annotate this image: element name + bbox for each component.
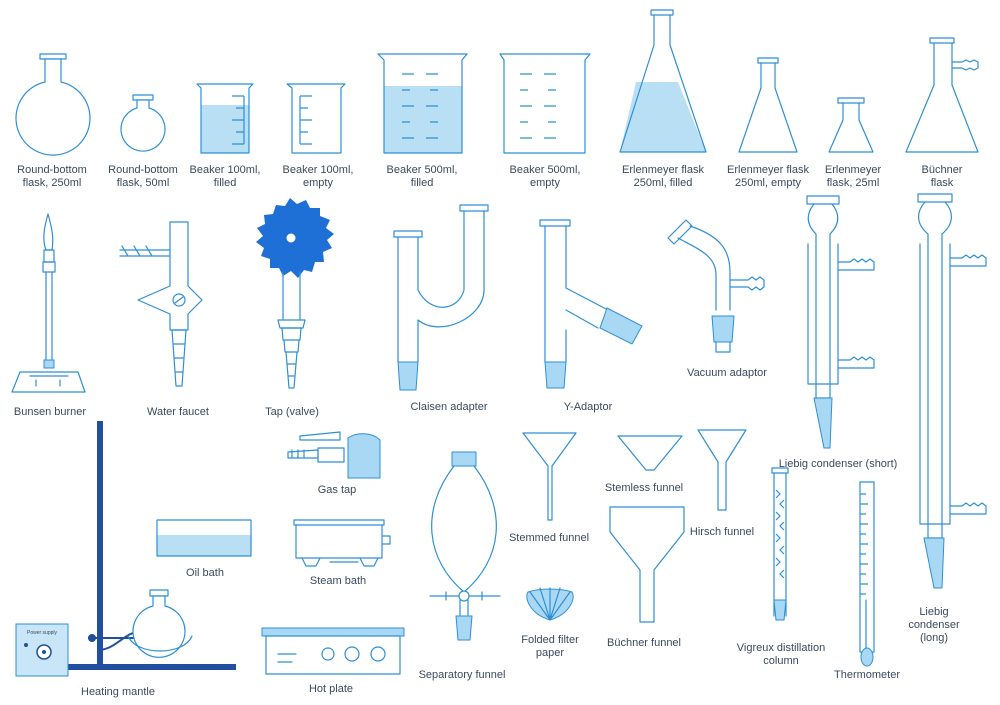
folded-filter-paper-icon [526, 587, 574, 621]
label-stemmed-funnel: Stemmed funnel [508, 532, 590, 544]
separatory-funnel-icon [429, 451, 501, 641]
stemmed-funnel-icon [522, 432, 577, 521]
label-gas-tap: Gas tap [317, 484, 357, 496]
tap-valve-icon [256, 198, 334, 389]
hirsch-funnel-icon [697, 429, 747, 511]
mantle-badge: Power supply [27, 630, 58, 636]
label-liebig-condenser-short: Liebig condenser (short) [778, 458, 898, 470]
y-adaptor-icon [539, 219, 643, 389]
label-erlenmeyer-25: Erlenmeyer flask, 25ml [824, 164, 882, 189]
label-claisen-adapter: Claisen adapter [410, 401, 488, 413]
round-bottom-flask-50-icon [120, 94, 166, 152]
bunsen-burner-icon [11, 213, 86, 393]
label-stemless-funnel: Stemless funnel [604, 482, 684, 494]
label-bunsen-burner: Bunsen burner [13, 406, 87, 418]
label-folded-filter-paper: Folded filter paper [521, 634, 579, 659]
oil-bath-icon [156, 519, 252, 557]
thermometer-icon [859, 481, 875, 667]
claisen-adapter-icon [393, 204, 489, 391]
label-hot-plate: Hot plate [308, 683, 354, 695]
label-heating-mantle: Heating mantle [81, 686, 155, 698]
label-beaker-500-empty: Beaker 500ml, empty [509, 164, 581, 189]
beaker-100-empty-icon [286, 83, 346, 154]
label-erlenmeyer-250-empty: Erlenmeyer flask 250ml, empty [727, 164, 809, 189]
buchner-funnel-icon [609, 506, 685, 623]
label-vigreux-column: Vigreux distillation column [736, 642, 826, 667]
hot-plate-icon [261, 627, 405, 675]
beaker-100-filled-icon [196, 83, 254, 154]
label-beaker-500-filled: Beaker 500ml, filled [386, 164, 458, 189]
gas-tap-icon [287, 431, 381, 479]
round-bottom-flask-250-icon [15, 53, 91, 156]
erlenmeyer-250-filled-icon [619, 9, 707, 153]
label-water-faucet: Water faucet [147, 406, 209, 418]
label-liebig-condenser-long: Liebig condenser (long) [908, 606, 960, 644]
label-buchner-flask: Büchner flask [921, 164, 963, 189]
label-beaker-100-empty: Beaker 100ml, empty [282, 164, 354, 189]
steam-bath-icon [293, 519, 391, 567]
label-separatory-funnel: Separatory funnel [418, 669, 506, 681]
water-faucet-icon [119, 221, 203, 387]
stemless-funnel-icon [617, 435, 683, 471]
liebig-condenser-short-icon [806, 195, 875, 449]
label-steam-bath: Steam bath [309, 575, 367, 587]
label-tap-valve: Tap (valve) [265, 406, 319, 418]
label-round-bottom-flask-50: Round-bottom flask, 50ml [108, 164, 178, 189]
label-beaker-100-filled: Beaker 100ml, filled [189, 164, 261, 189]
vigreux-column-icon [771, 467, 789, 621]
label-vacuum-adaptor: Vacuum adaptor [687, 367, 767, 379]
liebig-condenser-long-icon [917, 193, 987, 589]
label-thermometer: Thermometer [833, 669, 901, 681]
label-y-adaptor: Y-Adaptor [563, 401, 613, 413]
vacuum-adaptor-icon [667, 219, 765, 353]
erlenmeyer-25-icon [828, 97, 874, 153]
label-erlenmeyer-250-filled: Erlenmeyer flask 250ml, filled [622, 164, 704, 189]
erlenmeyer-250-empty-icon [738, 57, 798, 153]
beaker-500-filled-icon [377, 53, 468, 154]
label-round-bottom-flask-250: Round-bottom flask, 250ml [17, 164, 87, 189]
label-hirsch-funnel: Hirsch funnel [689, 526, 755, 538]
label-oil-bath: Oil bath [186, 567, 224, 579]
buchner-flask-icon [905, 37, 979, 153]
label-buchner-funnel: Büchner funnel [607, 637, 681, 649]
heating-mantle-icon [15, 421, 236, 677]
beaker-500-empty-icon [499, 53, 591, 154]
